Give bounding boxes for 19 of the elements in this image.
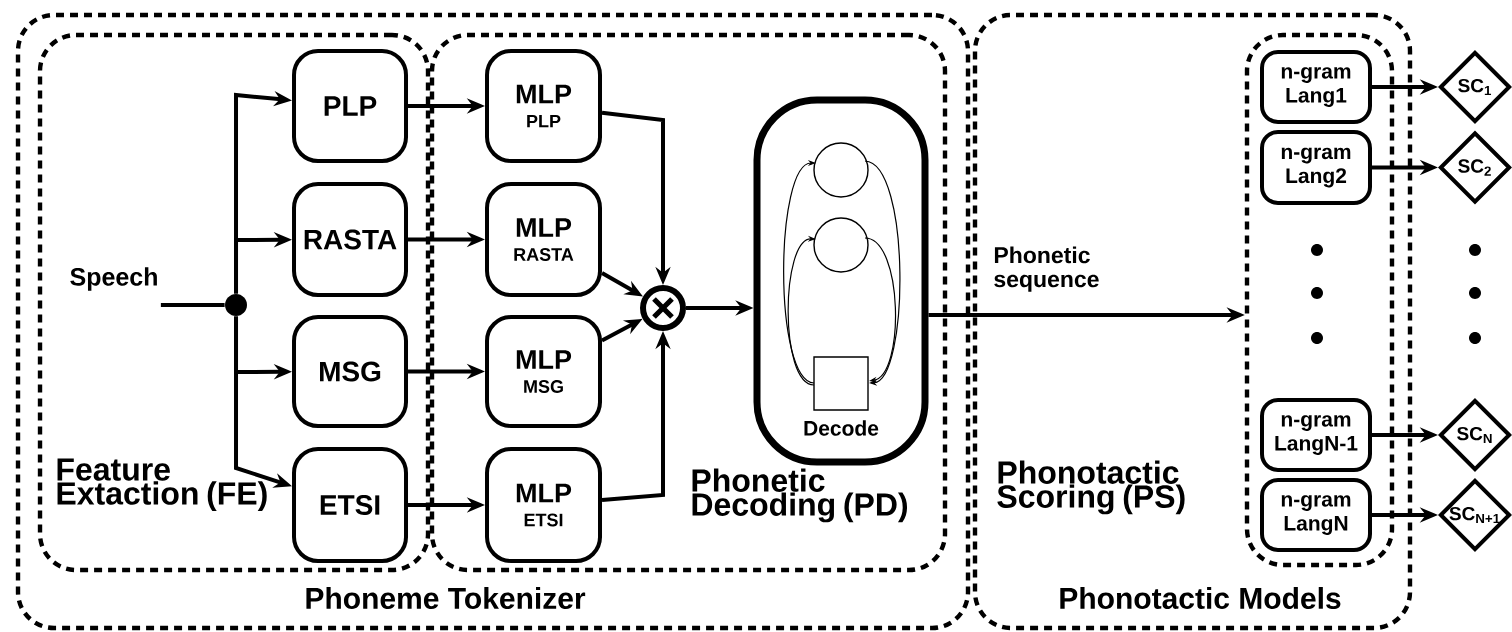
process-box: PLP	[292, 49, 408, 163]
edge-label: Phonetic sequence	[991, 244, 1112, 294]
process-box: MSG	[292, 315, 408, 428]
process-box: MLP PLP	[485, 49, 602, 163]
model-box: n-gram LangN-1	[1260, 398, 1372, 472]
multiplier-symbol	[640, 285, 686, 331]
connector-line	[160, 303, 225, 307]
process-box: RASTA	[292, 182, 408, 297]
model-box: n-gram LangN	[1260, 478, 1372, 552]
process-box: MLP MSG	[485, 315, 602, 428]
process-box: MLP RASTA	[485, 182, 602, 297]
model-box: n-gram Lang2	[1260, 130, 1372, 205]
input-label: Speech	[70, 267, 157, 291]
process-box: MLP ETSI	[485, 447, 602, 563]
process-box: ETSI	[292, 447, 408, 563]
junction-dot	[225, 294, 247, 316]
dashed-group-box	[1244, 32, 1395, 568]
model-box: n-gram Lang1	[1260, 50, 1372, 124]
decoder-box: Decode	[753, 96, 929, 466]
